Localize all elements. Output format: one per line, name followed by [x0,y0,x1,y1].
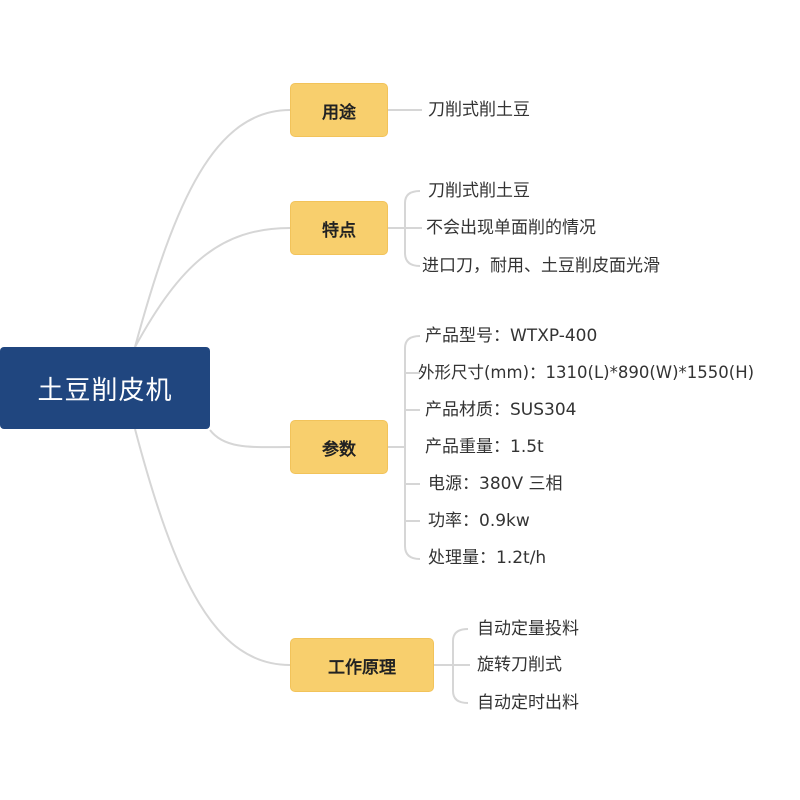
leaf-features-3[interactable]: 进口刀，耐用、土豆削皮面光滑 [422,256,660,276]
branch-working-principle[interactable]: 工作原理 [290,638,434,692]
leaf-principle-1[interactable]: 自动定量投料 [477,619,579,639]
root-node[interactable]: 土豆削皮机 [0,347,210,429]
branch-usage[interactable]: 用途 [290,83,388,137]
root-link-params [209,429,291,449]
leaf-params-material[interactable]: 产品材质：SUS304 [425,400,577,420]
leaf-features-1[interactable]: 刀削式削土豆 [428,181,530,201]
leaf-principle-3[interactable]: 自动定时出料 [477,693,579,713]
leaf-principle-2[interactable]: 旋转刀削式 [477,655,562,675]
leaf-params-power[interactable]: 功率：0.9kw [428,511,530,531]
leaf-params-capacity[interactable]: 处理量：1.2t/h [428,548,547,568]
leaf-params-dimensions[interactable]: 外形尺寸(mm)：1310(L)*890(W)*1550(H) [418,363,755,382]
root-link-principle [134,428,291,666]
root-link-features [134,227,291,348]
params-ticks [405,372,420,522]
leaf-usage-1[interactable]: 刀削式削土豆 [428,100,530,120]
branch-features[interactable]: 特点 [290,201,388,255]
leaf-params-power-supply[interactable]: 电源：380V 三相 [428,474,563,494]
root-link-usage [134,109,291,348]
leaf-params-model[interactable]: 产品型号：WTXP-400 [425,326,598,346]
leaf-params-weight[interactable]: 产品重量：1.5t [425,437,544,457]
leaf-features-2[interactable]: 不会出现单面削的情况 [426,218,596,238]
params-bracket [388,335,421,560]
branch-parameters[interactable]: 参数 [290,420,388,474]
